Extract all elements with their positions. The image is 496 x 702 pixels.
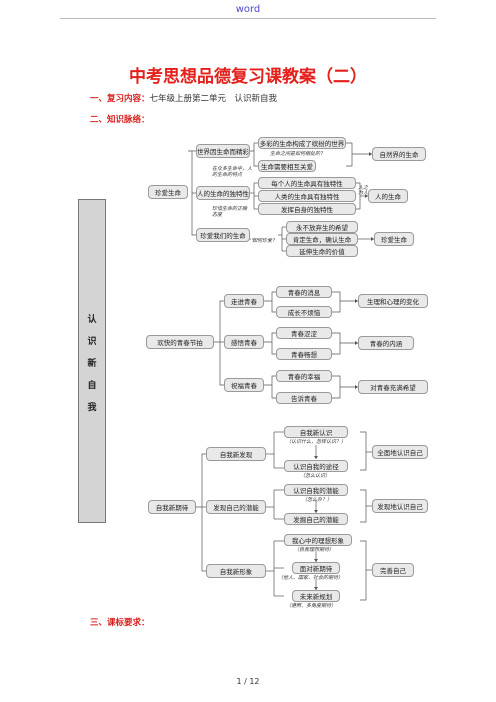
d2-level2-node: 成长不烦恼 (276, 306, 332, 318)
d3-note: （怎么办？） (302, 497, 333, 503)
d3-root-node: 自我新期待 (148, 500, 196, 514)
d1-root-node: 珍爱生命 (148, 185, 188, 199)
d1-level2-node: 每个人的生命具有独特性 (258, 177, 356, 189)
d3-level2-node: 我心中的理想形象 (284, 534, 352, 546)
d1-right-node: 人的生命 (368, 189, 408, 203)
d1-level2-node: 永不放弃生的希望 (286, 221, 358, 233)
header-word: word (235, 4, 261, 15)
d3-right-node: 全面地认识自己 (372, 445, 428, 459)
side-char: 新 (87, 359, 97, 369)
d3-level2-node: 未来新规划 (292, 590, 340, 602)
d1-level2-node: 多彩的生命构成了缤纷的世界 (258, 137, 346, 149)
side-char: 我 (87, 403, 97, 413)
d3-level1-node: 自我新形象 (206, 564, 266, 578)
section-3-label: 三、课标要求： (90, 618, 150, 628)
d2-level1-node: 走进青春 (224, 294, 264, 308)
side-char: 自 (87, 381, 97, 391)
d3-level2-node: 认识自我的潜能 (284, 484, 348, 496)
d2-level2-node: 青春的幸福 (276, 370, 332, 382)
d3-level2-node: 认识自我的途径 (284, 460, 348, 472)
d1-note: 生命之间是如何相处的？ (270, 151, 326, 157)
d3-note: （他人、国家、社会的期待） (278, 575, 344, 581)
d3-note: （怎么认识） (300, 473, 331, 479)
d3-level1-node: 自我新发现 (206, 447, 266, 461)
d3-level2-node: 自我新认识 (284, 426, 348, 438)
d1-note: 珍惜生命的正确态度 (212, 206, 248, 218)
section-2-label: 二、知识脉络： (90, 115, 150, 125)
page-title: 中考思想品德复习课教案（二） (129, 67, 367, 87)
side-char: 认 (87, 315, 97, 325)
d3-level1-node: 发现自己的潜能 (206, 500, 266, 514)
d3-right-node: 发现地认识自己 (372, 499, 428, 513)
d1-level2-node: 发挥自身的独特性 (258, 203, 356, 215)
d1-note: 如何珍爱？ (252, 238, 278, 244)
d1-note: 在众多生命中，人的生命的特点 (212, 166, 253, 178)
side-label-box: 认 识 新 自 我 (78, 199, 106, 523)
d2-level2-node: 青春畅想 (276, 348, 332, 360)
d2-right-node: 对青春充满希望 (358, 380, 428, 394)
d1-level2-node: 人类的生命具有独特性 (258, 190, 356, 202)
d1-level1-node: 人的生命的独特性 (196, 186, 250, 200)
header-divider (60, 18, 436, 19)
d1-level1-node: 珍爱我们的生命 (196, 228, 250, 242)
d1-level1-node: 世界因生命而精彩 (196, 144, 250, 158)
side-char: 识 (87, 337, 97, 347)
page-number: 1 / 12 (236, 677, 260, 686)
d2-level2-node: 告诉青春 (276, 392, 332, 404)
d1-level2-node: 肯定生命，确认生命 (286, 233, 358, 245)
d2-root-node: 欢快的青春节拍 (146, 335, 214, 349)
d2-right-node: 生理和心理的变化 (358, 294, 428, 308)
d3-right-node: 完善自己 (372, 563, 414, 577)
section-1: 一、复习内容：七年级上册第二单元 认识新自我 (90, 92, 277, 104)
d3-note: （认识什么，怎样认识？） (286, 439, 347, 445)
d1-right-node: 自然界的生命 (372, 147, 426, 161)
d2-level2-node: 青春的消息 (276, 286, 332, 298)
d2-level1-node: 祝福青春 (224, 378, 264, 392)
d1-right-node: 珍爱生命 (374, 232, 414, 246)
section-1-label: 一、复习内容： (90, 94, 150, 104)
d3-level2-node: 面对新期待 (292, 562, 340, 574)
d3-note: （遵照、多角度期待） (286, 603, 337, 609)
d3-level2-node: 发掘自己的潜能 (284, 513, 348, 525)
d2-level2-node: 青春涩涩 (276, 327, 332, 339)
d1-note: 人之为人 (358, 185, 369, 196)
d3-note: （自我理想期待） (294, 547, 335, 553)
section-1-value: 七年级上册第二单元 认识新自我 (149, 94, 278, 104)
d2-level1-node: 感悟青春 (224, 335, 264, 349)
d2-right-node: 青春的内涵 (358, 336, 414, 350)
d1-level2-node: 延伸生命的价值 (286, 245, 358, 257)
d1-level2-node: 生命需要相互关爱 (258, 160, 316, 172)
